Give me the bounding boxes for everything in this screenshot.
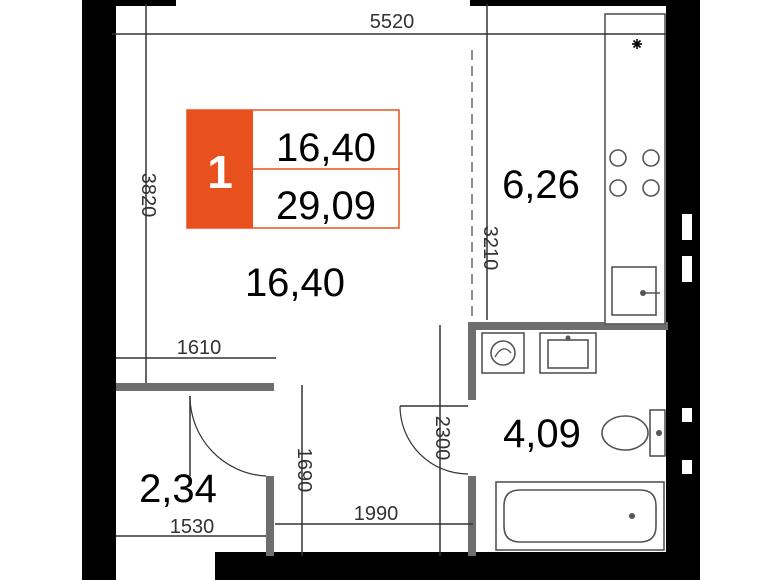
kitchen-area-label: 6,26 bbox=[502, 163, 580, 207]
right-wall-lower bbox=[666, 325, 700, 580]
window-notch bbox=[682, 408, 692, 422]
bathroom-sink-icon bbox=[539, 332, 597, 374]
living-area-label: 16,40 bbox=[245, 261, 345, 305]
bathroom-top-partition bbox=[468, 322, 668, 330]
dim-kitchen-height: 3210 bbox=[479, 226, 501, 271]
top-wall-left bbox=[116, 0, 176, 6]
outer-walls bbox=[82, 0, 700, 580]
bathroom-fixtures bbox=[481, 332, 666, 551]
bathtub-icon bbox=[495, 481, 665, 551]
toilet-icon bbox=[601, 409, 666, 457]
dim-top-width: 5520 bbox=[370, 11, 415, 33]
window-notch bbox=[682, 214, 692, 240]
bottom-wall bbox=[215, 552, 700, 580]
dim-storage-width: 1530 bbox=[170, 516, 215, 538]
badge-room-count-box bbox=[187, 110, 253, 228]
bathroom-left-partition-upper bbox=[468, 322, 476, 400]
kitchen-sink-icon bbox=[611, 266, 660, 316]
badge-total-area: 29,09 bbox=[276, 184, 376, 228]
dim-hall-height: 1690 bbox=[293, 448, 315, 493]
dimension-lines bbox=[112, 4, 666, 556]
top-wall-right bbox=[470, 0, 700, 6]
dim-bath-door-height: 2300 bbox=[431, 416, 453, 461]
stove-icon bbox=[609, 149, 660, 197]
bathroom-door bbox=[399, 405, 469, 475]
badge-living-area: 16,40 bbox=[276, 126, 376, 170]
dim-living-left-width: 1610 bbox=[177, 337, 222, 359]
storage-right-partition bbox=[266, 476, 274, 556]
storage-door bbox=[189, 395, 267, 477]
asterisk-icon bbox=[632, 39, 642, 49]
dim-living-height: 3820 bbox=[137, 173, 159, 218]
bathroom-left-partition-lower bbox=[468, 476, 476, 556]
dim-hall-width: 1990 bbox=[354, 503, 399, 525]
hall-area-label: 2,34 bbox=[139, 467, 217, 511]
left-wall bbox=[82, 0, 116, 580]
partitions bbox=[116, 322, 668, 556]
bathroom-area-label: 4,09 bbox=[503, 412, 581, 456]
window-notch bbox=[682, 256, 692, 282]
apartment-badge: 1 16,40 29,09 bbox=[186, 109, 400, 229]
storage-top-partition bbox=[116, 383, 274, 391]
washing-machine-icon bbox=[481, 332, 525, 374]
doors bbox=[189, 395, 469, 477]
badge-room-count: 1 bbox=[207, 146, 233, 198]
kitchen-counter bbox=[604, 13, 666, 325]
window-notch bbox=[682, 460, 692, 474]
